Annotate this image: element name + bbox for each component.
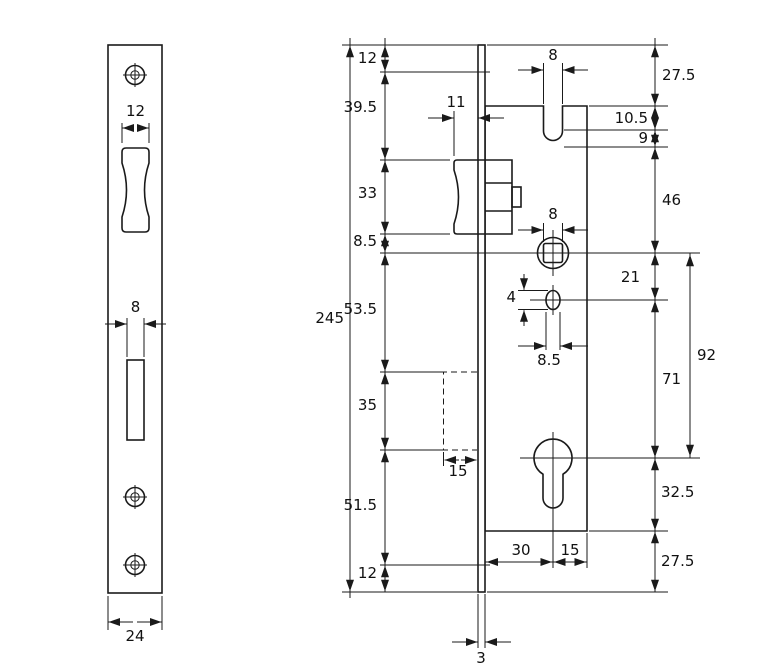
dim-label-left-chain-0: 12 <box>358 49 377 67</box>
dim-latch-slot-width: 12 <box>121 102 150 143</box>
dim-follower-square: 8 <box>518 205 588 242</box>
dim-backset-row: 30 15 <box>485 533 588 568</box>
deadbolt-dashed-outline <box>443 371 477 451</box>
dim-label-left-chain-6: 51.5 <box>344 496 377 514</box>
latch-bolt-outline <box>453 159 513 235</box>
dim-label-faceplate-thickness: 3 <box>476 649 486 667</box>
screw-hole-middle <box>123 485 147 509</box>
faceplate-outline <box>107 44 163 594</box>
dim-label-right-chain-7: 27.5 <box>661 552 694 570</box>
dimension-annotations: 245 12 39.5 33 8.5 53.5 35 <box>315 38 716 667</box>
dim-label-case-margin: 15 <box>560 541 579 559</box>
dim-oval-height: 4 <box>506 274 548 326</box>
dim-label-right-chain-3: 46 <box>662 191 681 209</box>
dim-label-right-chain-6: 32.5 <box>661 483 694 501</box>
dim-label-left-chain-7: 12 <box>358 564 377 582</box>
dim-centre-distance: 92 <box>686 253 716 458</box>
dim-lower-slot-width: 8 <box>105 298 166 357</box>
dim-label-plate-width: 24 <box>125 627 144 645</box>
dim-oval-offset: 8.5 <box>518 312 588 369</box>
dim-label-right-chain-0: 27.5 <box>662 66 695 84</box>
faceplate-edge-view <box>477 44 486 593</box>
dim-label-backset: 30 <box>511 541 530 559</box>
dim-latch-projection: 11 <box>428 93 504 156</box>
faceplate-front-view: 12 8 24 <box>105 44 166 645</box>
dim-label-right-chain-1: 10.5 <box>615 109 648 127</box>
dim-chain-left: 12 39.5 33 8.5 53.5 35 51.5 12 <box>344 38 389 592</box>
latch-slot <box>121 147 150 233</box>
lower-slot <box>126 359 145 441</box>
dim-plate-width: 24 <box>107 596 163 645</box>
dim-top-slot-width: 8 <box>518 46 588 104</box>
dim-label-oval-height: 4 <box>506 288 516 306</box>
dim-label-left-chain-1: 39.5 <box>344 98 377 116</box>
dim-label-right-chain-5: 71 <box>662 370 681 388</box>
screw-hole-top <box>123 63 147 87</box>
latch-bolt <box>453 159 522 235</box>
dim-label-latch-projection: 11 <box>446 93 465 111</box>
dim-label-deadbolt-offset: 15 <box>448 462 467 480</box>
dim-label-right-chain-2: 9 <box>638 129 648 147</box>
dim-label-overall-height: 245 <box>315 309 344 327</box>
dim-label-right-chain-4: 21 <box>621 268 640 286</box>
latch-tail <box>511 186 522 208</box>
dim-deadbolt-offset: 15 <box>443 452 477 480</box>
lock-case <box>484 105 588 532</box>
dim-label-lower-slot-width: 8 <box>131 298 141 316</box>
dim-label-left-chain-3: 8.5 <box>353 232 377 250</box>
lock-body-side-view <box>443 44 588 593</box>
screw-hole-bottom <box>123 553 147 577</box>
dim-faceplate-thickness: 3 <box>452 594 511 667</box>
dim-label-oval-offset: 8.5 <box>537 351 561 369</box>
dim-chain-right: 27.5 10.5 9 46 21 71 32.5 27.5 <box>615 38 695 592</box>
dim-label-follower-square: 8 <box>548 205 558 223</box>
dim-label-left-chain-5: 35 <box>358 396 377 414</box>
dim-label-left-chain-2: 33 <box>358 184 377 202</box>
dim-label-centre-distance: 92 <box>697 346 716 364</box>
dim-label-latch-slot-width: 12 <box>126 102 145 120</box>
euro-cylinder-hole <box>533 432 573 568</box>
dim-label-left-chain-4: 53.5 <box>344 300 377 318</box>
dim-label-top-slot-width: 8 <box>548 46 558 64</box>
dim-overall-height: 245 <box>315 38 354 598</box>
